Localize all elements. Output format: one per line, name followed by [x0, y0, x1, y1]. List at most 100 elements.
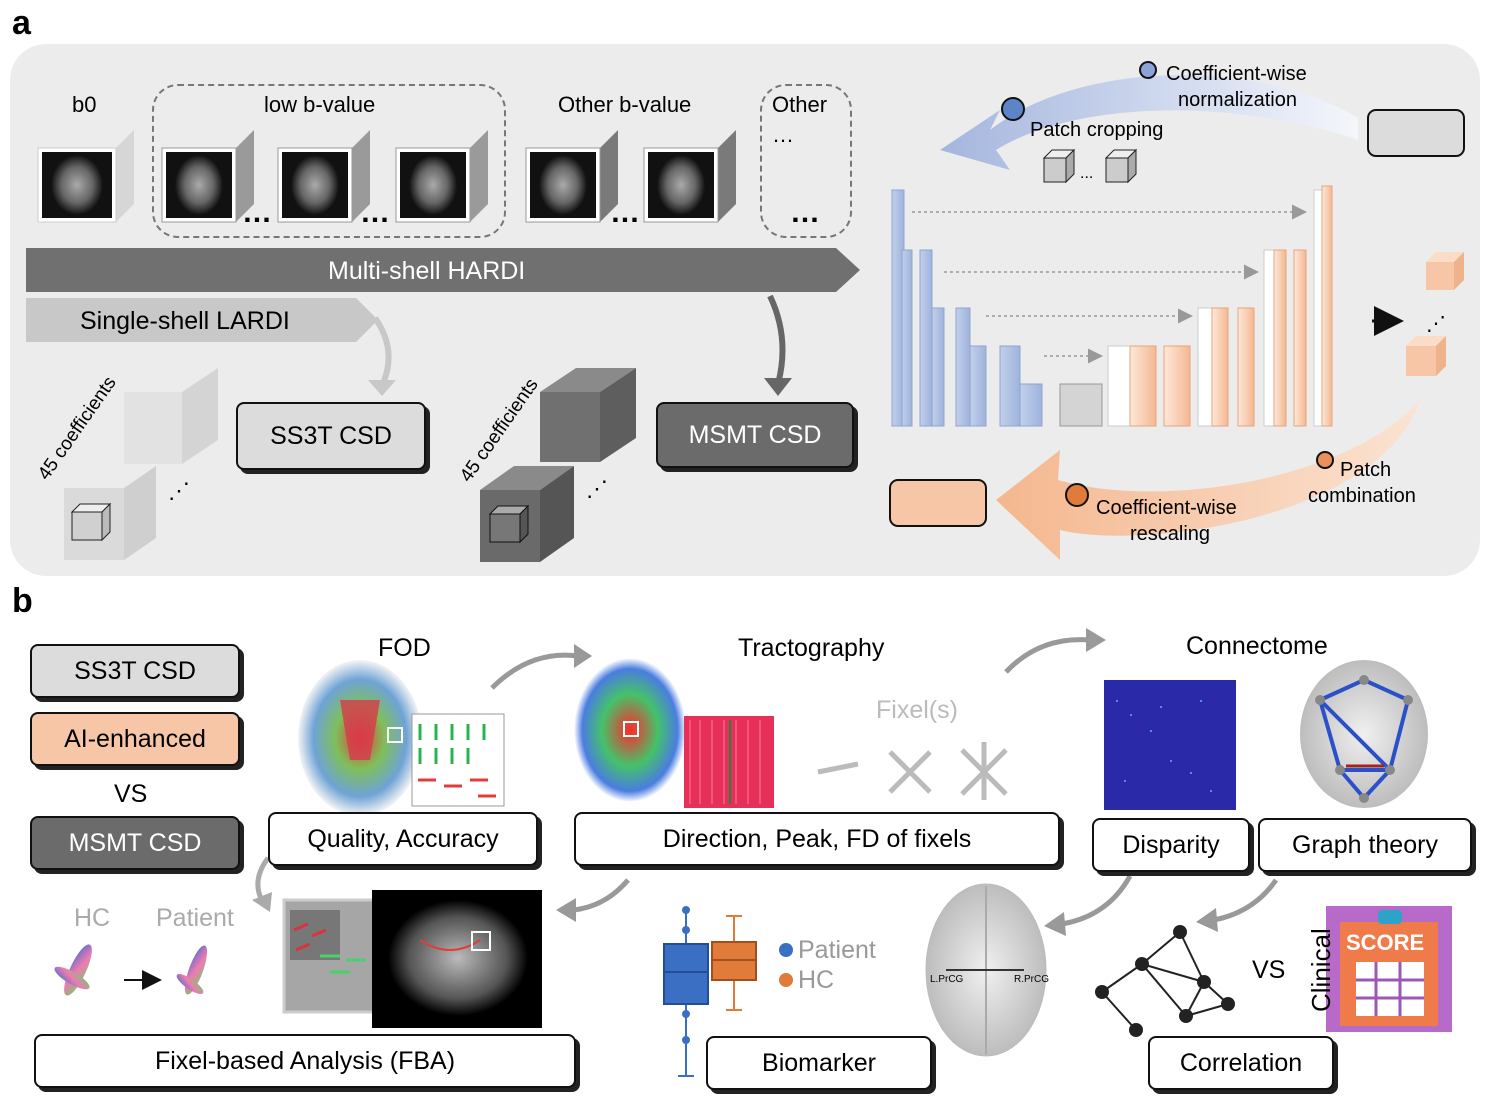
b0-label: b0: [72, 92, 97, 117]
direction-peak-box: Direction, Peak, FD of fixels: [574, 812, 1060, 866]
panel-a-label: a: [12, 4, 31, 42]
ss3t-coeff-cube-back: [124, 368, 218, 464]
legend-patient-dot: [779, 943, 793, 957]
skip-connections: [912, 204, 1307, 364]
rescaling-dot-icon: [1065, 483, 1089, 507]
normalization-dot-icon: [1139, 61, 1157, 79]
score-label: SCORE: [1346, 930, 1425, 955]
crop-cube-1: [1042, 148, 1076, 184]
legend-msmt-text: MSMT CSD: [68, 828, 202, 857]
rescaling-arrow: [996, 400, 1420, 560]
tractography-title: Tractography: [738, 634, 885, 662]
other-b-label: Other b-value: [558, 92, 692, 117]
unet-encoder: [891, 189, 1103, 427]
correlation-box: Correlation: [1148, 1036, 1334, 1090]
disparity-box: Disparity: [1092, 818, 1250, 872]
top-view-brain-image: [925, 883, 1047, 1057]
graph-theory-brain-image: [1300, 660, 1428, 808]
correlation-text: Correlation: [1179, 1048, 1303, 1077]
b0-scan-cube: [37, 130, 134, 223]
ms-down-arrow: [767, 294, 786, 385]
other-b-scan-2: [643, 130, 736, 223]
combination-dot-icon: [1316, 451, 1334, 469]
coronal-mri-image: [372, 890, 542, 1028]
legend-ss3t-text: SS3T CSD: [74, 656, 196, 685]
fixels-title: Fixel(s): [876, 696, 958, 724]
other-b-scan-1: [525, 130, 618, 223]
multi-shell-label: Multi-shell HARDI: [328, 257, 526, 285]
disparity-matrix-image: [1104, 680, 1236, 810]
legend-msmt-box: MSMT CSD: [30, 816, 240, 870]
direction-peak-text: Direction, Peak, FD of fixels: [662, 824, 972, 853]
patient-label: Patient: [156, 904, 234, 932]
other-label: Other: [772, 92, 828, 117]
single-shell-label: Single-shell LARDI: [80, 307, 290, 335]
msmt-csd-box: MSMT CSD: [656, 402, 854, 468]
other-bracket: [760, 84, 852, 238]
crop-cube-2: [1104, 148, 1138, 184]
ss-down-arrow: [372, 316, 392, 388]
tractography-brain-image: [574, 658, 686, 802]
patient-boxplot: [663, 906, 709, 1077]
ss3t-csd-text: SS3T CSD: [270, 421, 392, 450]
fba-box: Fixel-based Analysis (FBA): [34, 1034, 576, 1088]
clinical-score-clipboard-icon: [1326, 906, 1452, 1032]
norm-label-1: Coefficient-wise: [1166, 63, 1307, 85]
fixel-glyphs: [817, 742, 1008, 800]
fba-text: Fixel-based Analysis (FBA): [154, 1046, 456, 1075]
msmt-coeff-cube-front: [480, 466, 574, 562]
norm-label-2: normalization: [1178, 89, 1297, 111]
graph-theory-text: Graph theory: [1292, 830, 1438, 859]
input-patch-box: [1367, 109, 1465, 157]
connectome-title: Connectome: [1186, 632, 1328, 660]
legend-patient-label: Patient: [798, 936, 876, 964]
hc-label: HC: [74, 904, 111, 932]
svg-text:⋰: ⋰: [586, 476, 608, 501]
other-top-dots: …: [772, 122, 794, 147]
legend-ai-text: AI-enhanced: [64, 724, 206, 753]
quality-accuracy-text: Quality, Accuracy: [307, 824, 499, 853]
legend-hc-dot: [779, 973, 793, 987]
svg-text:⋰: ⋰: [1426, 313, 1446, 335]
legend-hc-label: HC: [798, 966, 835, 994]
output-cube-1: [1426, 252, 1464, 290]
unet-decoder: [1107, 185, 1333, 427]
disparity-text: Disparity: [1122, 830, 1220, 859]
legend-ss3t-box: SS3T CSD: [30, 644, 240, 698]
tractography-zoom-image: [684, 716, 774, 808]
rescale-label-1: Coefficient-wise: [1096, 497, 1237, 519]
low-b-bracket: [152, 84, 506, 238]
multi-shell-arrow: [26, 248, 860, 292]
low-b-scan-3: [395, 130, 488, 223]
other-bottom-dots: …: [790, 196, 820, 229]
hc-boxplot: [711, 915, 757, 1011]
rprcg-label: R.PrCG: [1014, 974, 1049, 985]
patch-comb-label-2: combination: [1308, 485, 1416, 507]
msmt-csd-text: MSMT CSD: [688, 420, 822, 449]
patch-comb-label-1: Patch: [1340, 459, 1392, 481]
low-b-label: low b-value: [264, 92, 376, 117]
vs-label-2: VS: [1252, 956, 1286, 984]
normalization-arrow: [940, 75, 1358, 170]
hc-fod-glyph: [54, 944, 92, 996]
patch-crop-label: Patch cropping: [1030, 119, 1164, 141]
cropping-dot-icon: [1001, 97, 1025, 121]
lprcg-label: L.PrCG: [930, 974, 964, 985]
rescale-label-2: rescaling: [1130, 523, 1211, 545]
patient-fod-glyph: [176, 945, 208, 995]
output-cube-2: [1406, 336, 1446, 376]
msmt-coeff-cube-back: [540, 368, 636, 462]
ss3t-coeff-cube-front: [64, 466, 156, 560]
svg-text:...: ...: [1080, 165, 1093, 182]
ss3t-csd-box: SS3T CSD: [236, 402, 426, 470]
fod-title: FOD: [378, 634, 431, 662]
panel-b-label: b: [12, 582, 33, 620]
clinical-label: Clinical: [1306, 928, 1336, 1012]
legend-ai-box: AI-enhanced: [30, 712, 240, 766]
graph-theory-box: Graph theory: [1258, 818, 1472, 872]
single-shell-arrow: [26, 298, 378, 342]
svg-text:⋰: ⋰: [168, 478, 190, 503]
low-b-scan-2: [277, 130, 370, 223]
